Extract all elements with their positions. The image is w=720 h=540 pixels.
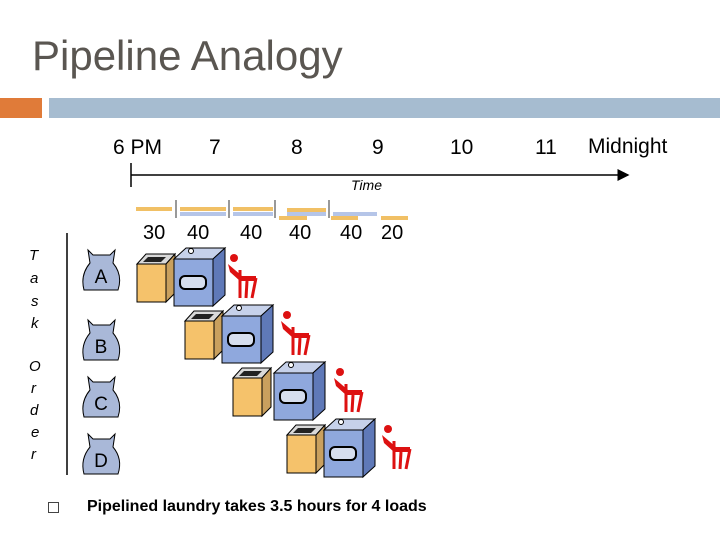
washer-icon	[285, 423, 327, 475]
stage-bar	[233, 207, 273, 211]
dryer-icon	[220, 303, 275, 365]
dryer-icon	[272, 360, 327, 422]
stage-bar	[331, 216, 358, 220]
time-tick-10: 10	[450, 136, 474, 159]
stage-bar	[381, 216, 408, 220]
task-order-letter: k	[31, 315, 39, 332]
task-order-letter: r	[31, 446, 36, 463]
duration-label: 30	[143, 222, 166, 244]
duration-label: 40	[340, 222, 363, 244]
laundry-bag-icon	[82, 432, 121, 475]
title-accent-bar-blue	[49, 98, 720, 118]
stage-bar	[136, 207, 172, 211]
task-order-letter: T	[29, 247, 39, 264]
time-tick-midnight: Midnight	[588, 135, 668, 158]
duration-label: 40	[187, 222, 210, 244]
laundry-bag-icon	[82, 375, 121, 418]
dryer-icon	[172, 246, 227, 308]
time-tick-9: 9	[372, 136, 384, 159]
washer-icon	[183, 309, 225, 361]
washer-icon	[231, 366, 273, 418]
folder-person-icon	[281, 311, 311, 356]
load-c: C	[82, 360, 364, 422]
duration-label: 40	[240, 222, 263, 244]
load-b: B	[82, 303, 311, 365]
folder-person-icon	[382, 425, 412, 470]
stage-bar	[287, 208, 326, 212]
task-order-letter: e	[31, 424, 40, 441]
stage-bar	[287, 212, 326, 216]
laundry-bag-icon	[82, 318, 121, 361]
time-axis-label: Time	[351, 177, 382, 193]
stage-bar	[180, 212, 226, 216]
stage-bar	[180, 207, 226, 211]
load-label: D	[94, 451, 108, 472]
slide-title: Pipeline Analogy	[32, 32, 343, 79]
load-label: C	[94, 394, 108, 415]
load-label: A	[95, 267, 108, 288]
duration-label: 40	[289, 222, 312, 244]
title-accent-bar-orange	[0, 98, 42, 118]
washer-icon	[135, 252, 177, 304]
time-tick-7: 7	[209, 136, 221, 159]
time-tick-11: 11	[535, 136, 557, 159]
load-label: B	[95, 337, 108, 358]
task-order-letter: O	[29, 358, 41, 375]
stage-bar	[333, 212, 377, 216]
bullet-text: Pipelined laundry takes 3.5 hours for 4 …	[87, 498, 427, 515]
task-order-letter: d	[30, 402, 39, 419]
laundry-bag-icon	[82, 248, 121, 291]
stage-bar	[279, 216, 307, 220]
bullet-square-icon	[48, 502, 59, 513]
task-order-letter: a	[30, 270, 39, 287]
stage-bar	[233, 212, 273, 216]
time-tick-6pm: 6 PM	[113, 136, 163, 159]
load-a: A	[82, 246, 258, 308]
task-order-letter: s	[31, 293, 39, 310]
stage-bars	[136, 200, 408, 220]
folder-person-icon	[334, 368, 364, 413]
task-order-letter: r	[31, 380, 36, 397]
load-d: D	[82, 417, 412, 479]
folder-person-icon	[228, 254, 258, 299]
dryer-icon	[322, 417, 377, 479]
duration-label: 20	[381, 222, 404, 244]
time-tick-8: 8	[291, 136, 303, 159]
